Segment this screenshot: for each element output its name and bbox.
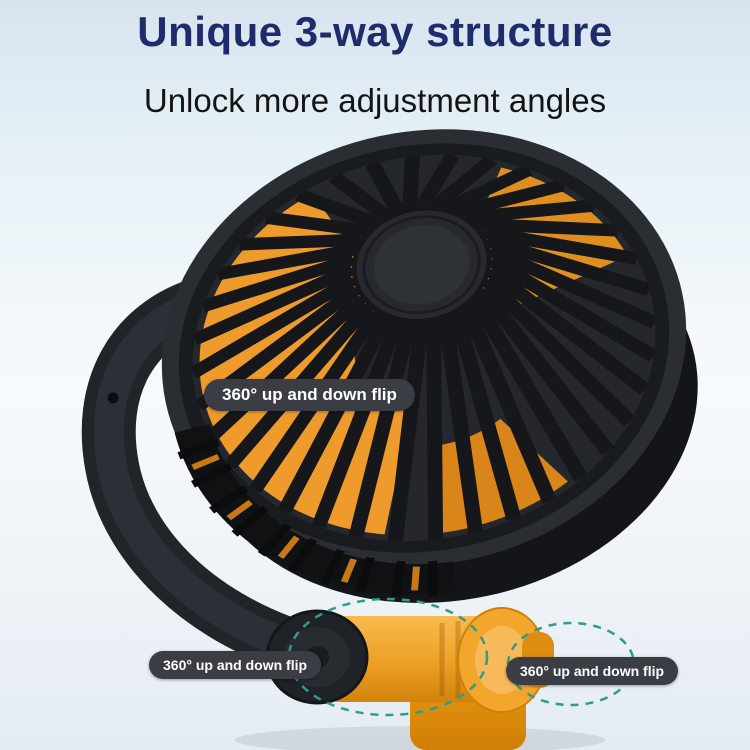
annotation-badge-base-pivot: 360° up and down flip (506, 657, 679, 685)
arm-screw (107, 392, 119, 404)
rotation-dashed-circle-bottom (287, 597, 489, 717)
fan-head (161, 129, 687, 567)
page-subtitle: Unlock more adjustment angles (143, 82, 607, 119)
fan-base (265, 607, 554, 750)
annotation-badge-head-pivot: 360° up and down flip (204, 379, 415, 411)
fan-arm (81, 273, 349, 682)
fan-rear-grille (174, 424, 456, 597)
annotation-label: 360° up and down flip (163, 657, 308, 673)
annotation-badge-arm-pivot: 360° up and down flip (149, 651, 322, 679)
fan-grille (188, 152, 659, 541)
annotation-label: 360° up and down flip (222, 385, 397, 404)
page-title: Unique 3-way structure (137, 8, 613, 55)
fan-hub (351, 206, 492, 324)
annotation-label: 360° up and down flip (520, 663, 665, 679)
